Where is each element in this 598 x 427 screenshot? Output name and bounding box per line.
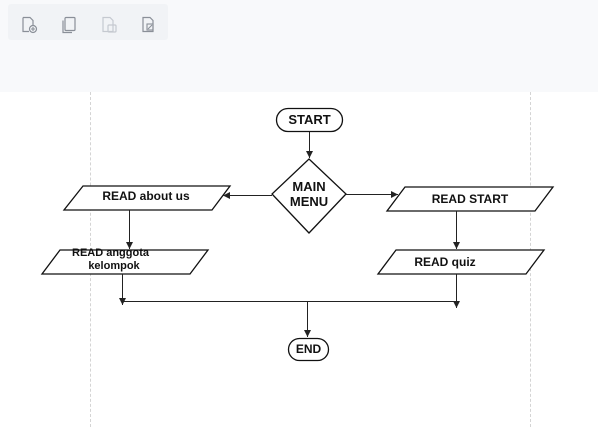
read-about-us-parallelogram[interactable] [62,185,232,211]
read-start-label: READ START [431,192,509,206]
read-quiz-parallelogram[interactable] [376,249,546,275]
end-label: END [295,342,322,356]
read-anggota-kelompok-parallelogram[interactable] [40,249,210,275]
start-terminator[interactable] [275,107,344,133]
page-add-icon[interactable] [20,16,38,34]
main-menu-decision[interactable] [271,158,347,234]
flowchart [40,107,555,362]
page-copy-icon[interactable] [60,16,78,34]
diagram-canvas[interactable]: START MAIN MENU READ about us READ START… [0,92,598,427]
page-tools-group [8,4,168,40]
read-anggota-label-line1: READ anggota [72,247,149,259]
main-menu-label-line1: MAIN [292,179,326,194]
main-menu-label-line2: MENU [289,194,329,209]
read-about-us-label: READ about us [102,189,190,203]
end-terminator[interactable] [287,337,330,362]
read-quiz-label: READ quiz [414,255,476,269]
read-anggota-label-line2: kelompok [88,260,140,272]
page-export-icon[interactable] [140,16,158,34]
read-start-parallelogram[interactable] [385,186,555,212]
page-duplicate-icon[interactable] [100,16,118,34]
top-toolbar [0,0,598,92]
start-label: START [288,112,331,127]
